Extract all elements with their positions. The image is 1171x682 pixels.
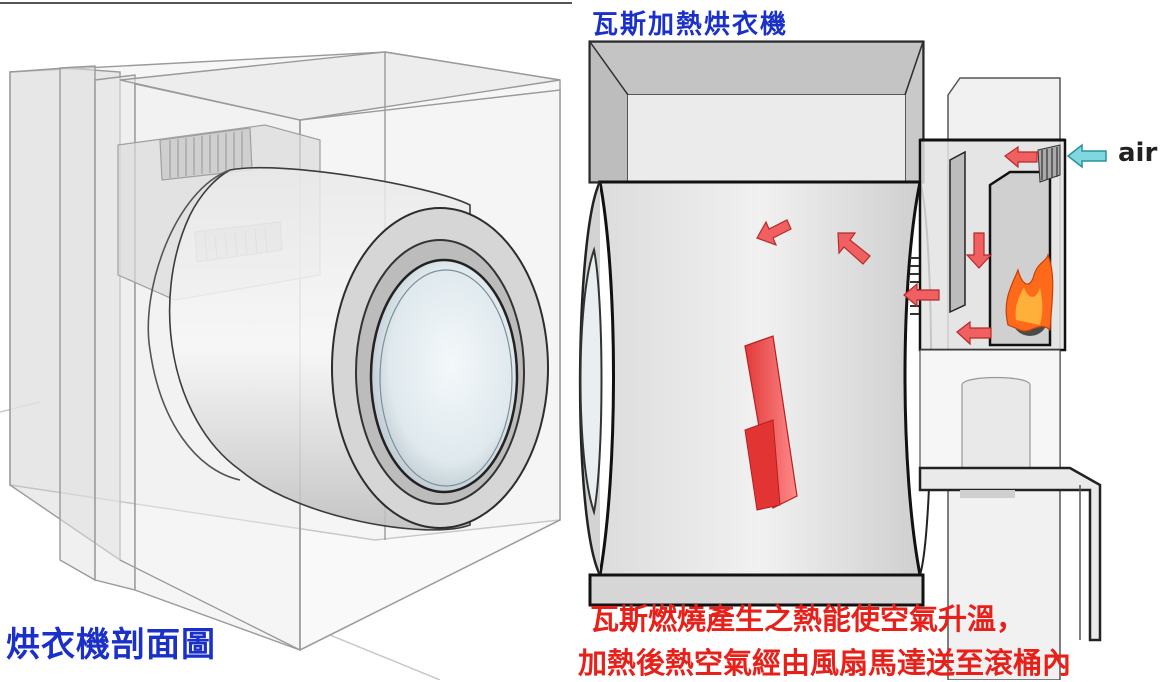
description-line-2: 加熱後熱空氣經由風扇馬達送至滾桶內 [578, 646, 1072, 680]
air-inlet-arrow [1066, 143, 1107, 169]
air-label: air [1118, 138, 1158, 168]
right-title: 瓦斯加熱烘衣機 [592, 10, 789, 40]
right-panel [578, 39, 1107, 680]
hot-air-arrows [756, 145, 1038, 346]
hot-air-bar [744, 335, 798, 511]
drum-cylinder [147, 167, 549, 531]
gas-flame [1005, 253, 1054, 336]
upper-cabinet [588, 39, 925, 184]
lower-cabinet [588, 573, 925, 607]
left-caption: 烘衣機剖面圖 [6, 625, 216, 665]
description-line-1: 瓦斯燃燒產生之熱能使空氣升溫， [590, 602, 1026, 636]
left-panel [0, 0, 572, 680]
burner-tower [918, 77, 1102, 680]
